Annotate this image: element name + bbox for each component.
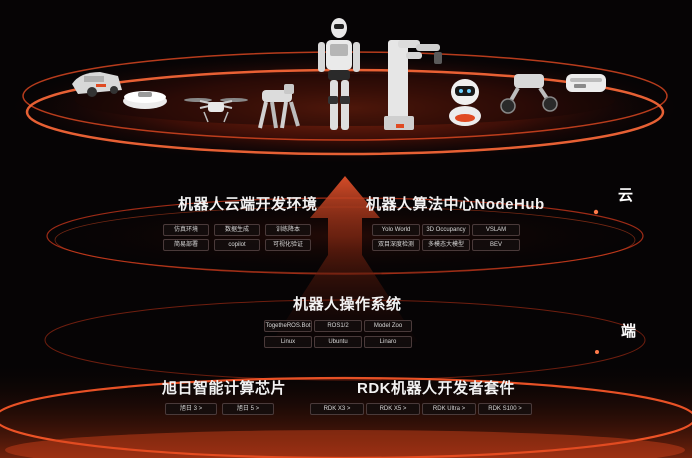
- tag-rdk-x3[interactable]: RDK X3 >: [310, 403, 364, 415]
- tag-model-zoo[interactable]: Model Zoo: [364, 320, 412, 332]
- tag-togetheros[interactable]: TogetheROS.Bot: [264, 320, 312, 332]
- tag-ros[interactable]: ROS1/2: [314, 320, 362, 332]
- tag-3d-occupancy[interactable]: 3D Occupancy: [422, 224, 470, 236]
- chips-title: 旭日智能计算芯片: [162, 380, 287, 397]
- lawn-mower-robot-icon: [72, 72, 122, 97]
- tag-ubuntu[interactable]: Ubuntu: [314, 336, 362, 348]
- tag-training-cost[interactable]: 训练降本: [265, 224, 311, 236]
- cloud-ring-dot: [593, 209, 599, 215]
- tag-sunrise-5[interactable]: 旭日 5 >: [222, 403, 274, 415]
- tag-rdk-ultra[interactable]: RDK Ultra >: [422, 403, 476, 415]
- cloud-dev-env-title: 机器人云端开发环境: [178, 196, 318, 213]
- humanoid-robot-icon: [318, 18, 360, 130]
- tag-linux[interactable]: Linux: [264, 336, 312, 348]
- robot-vacuum-icon: [123, 91, 167, 109]
- tag-multimodal-model[interactable]: 多模态大模型: [422, 239, 470, 251]
- edge-ring-dot: [595, 350, 599, 354]
- wheeled-legged-robot-icon: [500, 74, 558, 114]
- tag-vslam[interactable]: VSLAM: [472, 224, 520, 236]
- tag-sunrise-3[interactable]: 旭日 3 >: [165, 403, 217, 415]
- tag-simulation[interactable]: 仿真环境: [163, 224, 209, 236]
- cloud-label: 云: [618, 187, 634, 204]
- tag-stereo-depth[interactable]: 双目深度检测: [372, 239, 420, 251]
- tag-bev[interactable]: BEV: [472, 239, 520, 251]
- bottom-platform-rim: [0, 376, 692, 458]
- tag-linaro[interactable]: Linaro: [364, 336, 412, 348]
- nodehub-title: 机器人算法中心NodeHub: [366, 196, 545, 213]
- edge-label: 端: [621, 323, 637, 340]
- tag-easy-deploy[interactable]: 简易部署: [163, 239, 209, 251]
- robot-vacuum-station-icon: [566, 74, 606, 92]
- os-title: 机器人操作系统: [293, 296, 402, 313]
- tag-visual-verify[interactable]: 可视化验证: [265, 239, 311, 251]
- drone-icon: [184, 98, 248, 123]
- tag-data-generation[interactable]: 数据生成: [214, 224, 260, 236]
- tag-yolo-world[interactable]: Yolo World: [372, 224, 420, 236]
- rdk-title: RDK机器人开发者套件: [357, 380, 515, 397]
- tag-rdk-s100[interactable]: RDK S100 >: [478, 403, 532, 415]
- tag-copilot[interactable]: copilot: [214, 239, 260, 251]
- tag-rdk-x5[interactable]: RDK X5 >: [366, 403, 420, 415]
- robot-dog-icon: [258, 84, 300, 129]
- robotic-arm-icon: [384, 40, 442, 130]
- companion-robot-icon: [449, 79, 481, 126]
